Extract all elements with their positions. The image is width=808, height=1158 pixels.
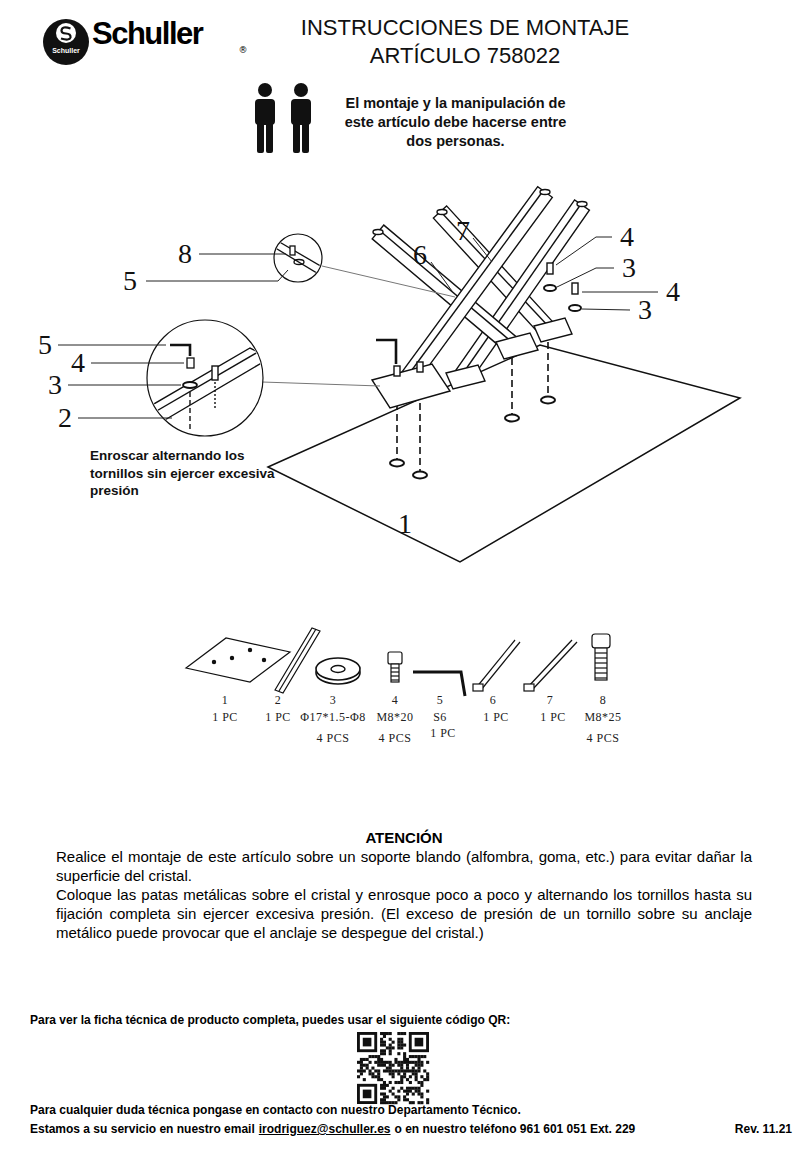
part-number: 2: [275, 693, 282, 708]
glass-plate: [268, 345, 740, 562]
part-quantity: 4 PCS: [587, 731, 620, 746]
callout-number: 4: [620, 221, 634, 253]
metal-legs: [372, 187, 589, 408]
page-title: INSTRUCCIONES DE MONTAJE ARTÍCULO 758022: [275, 14, 655, 69]
qr-note: Para ver la ficha técnica de producto co…: [30, 1013, 510, 1027]
brand-logo-text: Schuller: [52, 47, 80, 54]
safety-note: El montaje y la manipulación de este art…: [333, 94, 578, 151]
callout-number: 3: [48, 369, 62, 401]
allen-key: [376, 340, 396, 364]
callout-number: 4: [666, 276, 680, 308]
part-spec: M8*20: [376, 710, 413, 725]
part-spec: Φ17*1.5-Φ8: [300, 710, 366, 725]
trademark: ®: [239, 45, 248, 55]
part-number: 3: [330, 693, 337, 708]
part-quantity: 4 PCS: [379, 731, 412, 746]
qr-code: [354, 1029, 432, 1107]
contact-email: irodriguez@schuller.es: [259, 1122, 391, 1136]
contact-text: Estamos a su servicio en nuestro email: [30, 1122, 255, 1136]
part-number: 4: [392, 693, 399, 708]
part-quantity: 1 PC: [212, 710, 238, 725]
part-number: 8: [600, 693, 607, 708]
part-quantity: 4 PCS: [317, 731, 350, 746]
warning-text: Realice el montaje de este artículo sobr…: [56, 847, 752, 885]
part-number: 5: [437, 693, 444, 708]
part-number: 7: [547, 693, 554, 708]
instruction-note: Enroscar alternando los tornillos sin ej…: [90, 447, 282, 500]
part-spec: S6: [433, 710, 447, 725]
brand-name: Schuller: [92, 16, 202, 52]
callout-number: 3: [622, 252, 636, 284]
loose-bolts: [544, 263, 581, 311]
part-number: 1: [222, 693, 229, 708]
callout-number: 5: [38, 329, 52, 361]
contact-text: o en nuestro teléfono 961 601 051 Ext. 2…: [395, 1122, 636, 1136]
part-quantity: 1 PC: [430, 726, 456, 741]
contact-text: Para cualquier duda técnica pongase en c…: [30, 1103, 521, 1117]
brand-logo-mark: [43, 19, 89, 65]
callout-number: 1: [398, 508, 412, 540]
callout-number: 4: [71, 347, 85, 379]
callout-number: 8: [178, 238, 192, 270]
revision: Rev. 11.21: [735, 1122, 792, 1136]
callout-number: 7: [456, 215, 470, 247]
callout-leaders: [58, 237, 658, 418]
callout-number: 6: [413, 239, 427, 271]
warning-heading: ATENCIÓN: [365, 829, 442, 846]
parts-list-drawings: [186, 628, 610, 696]
two-person-icon: [255, 83, 311, 153]
part-number: 6: [490, 693, 497, 708]
detail-zoom: [140, 234, 455, 436]
callout-number: 3: [638, 294, 652, 326]
callout-number: 2: [58, 402, 72, 434]
warning-text: Coloque las patas metálicas sobre el cri…: [56, 885, 752, 942]
part-quantity: 1 PC: [540, 710, 566, 725]
part-quantity: 1 PC: [483, 710, 509, 725]
part-quantity: 1 PC: [265, 710, 291, 725]
callout-number: 5: [123, 265, 137, 297]
part-spec: M8*25: [584, 710, 621, 725]
